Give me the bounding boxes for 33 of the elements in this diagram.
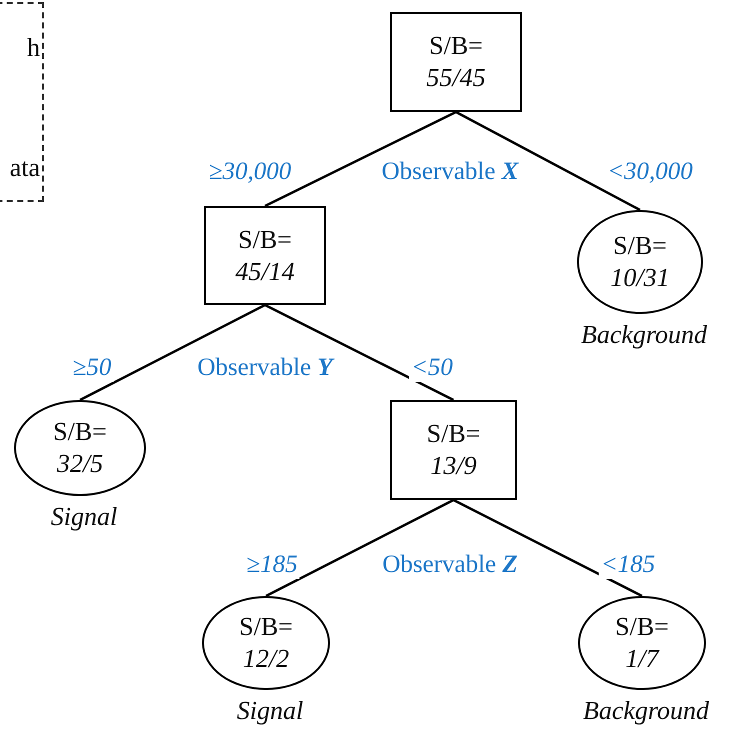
node-heading: S/B= <box>426 418 480 450</box>
node-heading: S/B= <box>615 611 669 643</box>
decision-box <box>204 206 326 305</box>
tree-branch <box>79 304 266 402</box>
ratio-value: 12/2 <box>242 643 290 675</box>
class-label: Signal <box>50 502 118 532</box>
node-heading: S/B= <box>613 230 667 262</box>
tree-branch <box>265 498 454 598</box>
ratio-value: 32/5 <box>56 448 104 480</box>
split-variable-label: Observable X <box>382 158 518 186</box>
ratio-value: 45/14 <box>235 256 295 288</box>
node-heading: S/B= <box>53 416 107 448</box>
ratio-value: 1/7 <box>625 643 659 675</box>
node-heading: S/B= <box>429 30 483 62</box>
class-label: Background <box>582 696 710 726</box>
tree-branch <box>452 498 643 598</box>
class-label: Background <box>580 320 708 350</box>
ratio-value: 13/9 <box>430 450 477 482</box>
ratio-value: 55/45 <box>426 62 486 94</box>
split-variable-label: Observable Z <box>382 551 518 579</box>
tree-branch <box>264 304 454 402</box>
node-heading: S/B= <box>238 224 292 256</box>
tree-branch <box>264 110 457 208</box>
ratio-value: 10/31 <box>610 262 670 294</box>
dashed-legend-box <box>0 2 44 202</box>
decision-box <box>390 12 522 112</box>
class-label: Signal <box>236 696 304 726</box>
decision-box <box>390 400 517 500</box>
legend-text: h <box>27 32 40 64</box>
split-variable-label: Observable Y <box>197 354 333 382</box>
tree-branch <box>455 110 641 212</box>
node-heading: S/B= <box>239 611 293 643</box>
legend-text: ata <box>10 152 40 184</box>
